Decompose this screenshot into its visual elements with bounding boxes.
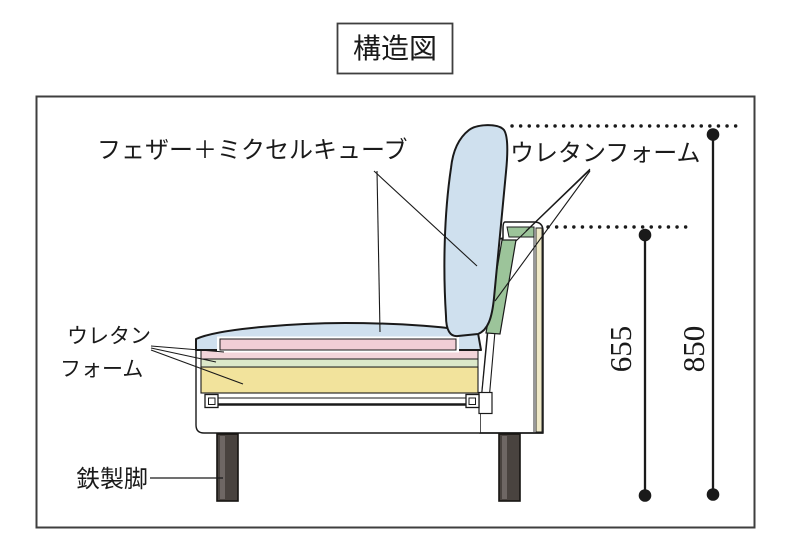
leader-urethane-yellow-layer bbox=[150, 349, 244, 385]
urethane-layer-green bbox=[200, 358, 479, 368]
dimension-655-top-dot bbox=[638, 228, 652, 242]
urethane-layer-yellow bbox=[200, 366, 479, 394]
label-urethane-left-line2: フォーム bbox=[60, 357, 143, 381]
label-iron-legs: 鉄製脚 bbox=[76, 466, 148, 493]
leader-feather-seat bbox=[376, 170, 381, 333]
dimension-655-bottom-dot bbox=[638, 489, 652, 502]
label-urethane-right: ウレタンフォーム bbox=[510, 141, 701, 167]
back-strip bbox=[535, 227, 543, 433]
frame-top-pad bbox=[506, 226, 535, 238]
left-leg bbox=[216, 433, 239, 502]
dimension-line-850: 850 bbox=[676, 128, 720, 501]
leader-lines bbox=[150, 168, 591, 479]
rail-left-fitting-inner bbox=[208, 397, 216, 405]
dimension-850-bottom-dot bbox=[706, 488, 720, 501]
left-leg-highlight bbox=[220, 436, 225, 499]
dimension-850-value: 850 bbox=[676, 326, 711, 373]
backrest-cushion bbox=[443, 124, 509, 338]
feather-insert bbox=[219, 338, 457, 351]
base-outline bbox=[195, 348, 543, 434]
page-title: 構造図 bbox=[353, 33, 437, 65]
front-rail bbox=[204, 391, 493, 415]
rail-right-fitting-inner bbox=[468, 397, 476, 405]
base-face bbox=[197, 394, 480, 433]
dimension-line-655: 655 bbox=[603, 228, 652, 502]
leader-urethane-pad-top bbox=[515, 169, 591, 242]
right-leg bbox=[498, 433, 521, 502]
title-box-border bbox=[336, 22, 454, 75]
leader-urethane-green-layer bbox=[150, 347, 217, 363]
title-box: 構造図 bbox=[336, 22, 454, 75]
label-feather-mixel: フェザー＋ミクセルキューブ bbox=[97, 137, 408, 164]
leader-urethane-pad-mid bbox=[494, 170, 591, 302]
label-urethane-left-line1: ウレタン bbox=[67, 324, 151, 348]
rail-corner-bracket bbox=[478, 391, 493, 415]
diagram-border bbox=[35, 95, 756, 529]
base-frame bbox=[195, 348, 543, 434]
leader-feather-backrest bbox=[373, 170, 478, 267]
leader-urethane-pink-layer bbox=[150, 345, 225, 353]
dimension-850-top-dot bbox=[706, 128, 720, 141]
right-leg-highlight bbox=[502, 436, 507, 499]
dimension-655-value: 655 bbox=[603, 326, 638, 373]
